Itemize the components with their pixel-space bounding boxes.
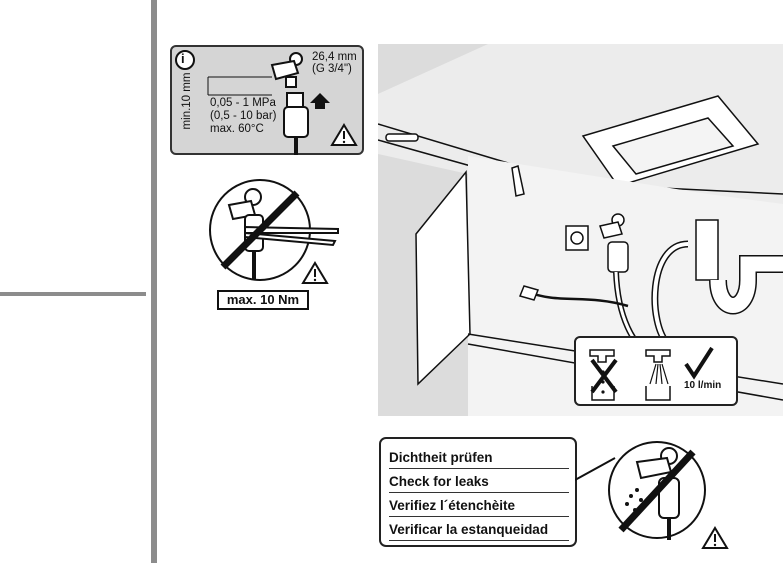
warning-icon [701, 526, 729, 549]
size-thread-label: (G 3/4") [312, 63, 352, 75]
checkmark-icon [684, 346, 714, 380]
callout-pointer [575, 457, 616, 481]
prohibition-slash-icon [220, 190, 300, 270]
max-temp-label: max. 60°C [210, 123, 264, 135]
prohibition-slash-icon [618, 449, 696, 533]
warning-icon [301, 261, 329, 284]
size-mm-label: 26,4 mm [312, 51, 357, 63]
leak-check-line-en: Check for leaks [389, 473, 569, 493]
power-plug [518, 285, 540, 301]
connection-info-card: i 26,4 mm (G 3/4") min.10 mm 0,05 - 1 MP… [170, 45, 364, 155]
warning-icon [330, 123, 358, 146]
leak-check-line-de: Dichtheit prüfen [389, 449, 569, 469]
info-symbol: i [181, 51, 185, 66]
vertical-rule [151, 0, 157, 563]
min-gap-label: min.10 mm [181, 72, 193, 130]
leak-check-callout: Dichtheit prüfen Check for leaks Verifie… [379, 437, 577, 547]
info-icon [175, 50, 195, 70]
leaking-tap-illustration [575, 441, 729, 549]
flow-rate-drawing [589, 346, 714, 401]
tap-flow-icon [645, 349, 671, 401]
info-card-drawing [175, 50, 358, 155]
drawer-handle [385, 133, 419, 142]
power-socket [565, 225, 589, 251]
drain-pipe [695, 219, 783, 315]
pressure-bar-label: (0,5 - 10 bar) [210, 110, 277, 122]
tap-icon [270, 52, 303, 88]
leak-check-line-es: Verificar la estanqueidad [389, 521, 569, 541]
no-tool-illustration [209, 179, 339, 284]
leak-check-line-fr: Verifiez l´étenchèite [389, 497, 569, 517]
water-tap [599, 213, 629, 273]
hose-connector-icon [283, 92, 309, 155]
power-cable [527, 290, 629, 308]
max-torque-label: max. 10 Nm [217, 290, 309, 310]
pliers-icon [244, 225, 339, 234]
up-arrow-icon [310, 93, 330, 109]
flow-rate-label: 10 l/min [684, 380, 722, 391]
tap-drip-icon [589, 349, 615, 401]
cross-icon [590, 358, 618, 394]
pressure-mpa-label: 0,05 - 1 MPa [210, 97, 276, 109]
horizontal-rule [0, 292, 146, 296]
flow-rate-box: 10 l/min [574, 336, 738, 406]
